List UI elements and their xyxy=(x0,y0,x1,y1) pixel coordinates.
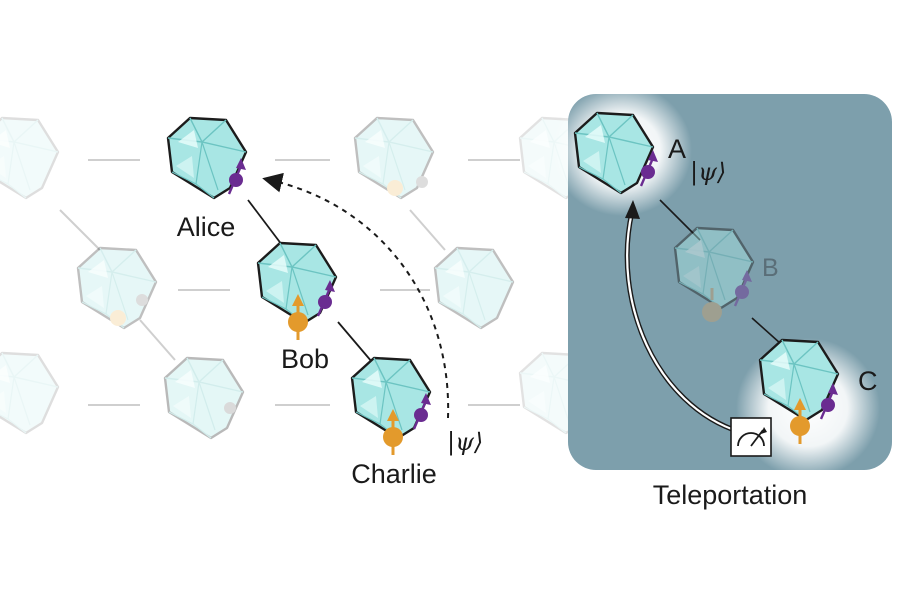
panel-caption: Teleportation xyxy=(653,480,808,510)
faded-node xyxy=(76,246,158,330)
alice-label: Alice xyxy=(177,212,236,242)
faded-node xyxy=(163,356,245,440)
teleportation-panel: A |ψ⟩ B C xyxy=(552,84,892,478)
node-b-label: B xyxy=(762,254,779,282)
node-alice: Alice xyxy=(166,116,248,242)
faded-node xyxy=(353,116,435,200)
faded-node-edge xyxy=(0,351,60,435)
node-c-label: C xyxy=(858,366,878,396)
charlie-label: Charlie xyxy=(351,459,437,489)
bob-label: Bob xyxy=(281,344,329,374)
faded-node xyxy=(433,246,515,330)
node-c: C xyxy=(758,338,878,446)
node-b xyxy=(673,226,755,322)
teleport-path-dashed xyxy=(262,172,450,419)
node-bob: Bob xyxy=(256,241,338,374)
link-bob-charlie xyxy=(337,321,373,363)
psi-state-label: |ψ⟩ xyxy=(447,428,483,457)
faded-node-edge xyxy=(0,116,60,200)
psi-state-label: |ψ⟩ xyxy=(690,158,726,187)
node-a: A |ψ⟩ xyxy=(573,111,726,195)
background-network xyxy=(59,159,520,406)
measurement-meter-icon xyxy=(730,417,772,457)
node-a-label: A xyxy=(668,134,686,164)
node-charlie: Charlie |ψ⟩ xyxy=(350,356,483,489)
link-alice-bob xyxy=(247,199,283,246)
